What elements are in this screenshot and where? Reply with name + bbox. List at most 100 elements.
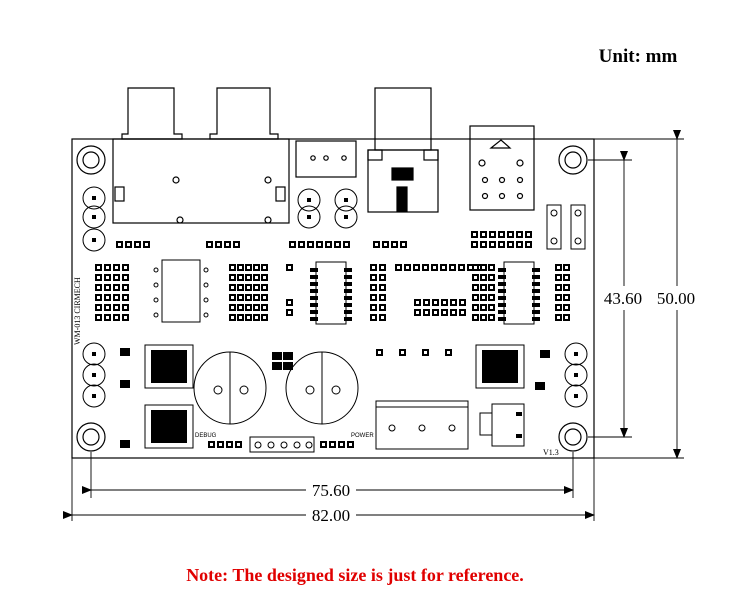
smd-pad-center xyxy=(452,311,455,314)
smd-pad-center xyxy=(331,443,334,446)
smd-pad-center xyxy=(263,266,266,269)
smd-pad-center xyxy=(226,243,229,246)
smd-pad-center xyxy=(490,296,493,299)
smd-pad-center xyxy=(372,306,375,309)
smd-pad-center xyxy=(474,276,477,279)
smd-pad-center xyxy=(482,316,485,319)
small-capacitor xyxy=(82,342,106,366)
smd-pad-center xyxy=(318,243,321,246)
chip-lead xyxy=(498,289,506,293)
chip-lead xyxy=(498,275,506,279)
smd-pad-center xyxy=(217,243,220,246)
smd-pad-center xyxy=(115,316,118,319)
smd-pad-center xyxy=(291,243,294,246)
dim-hole-spacing-x: 75.60 xyxy=(312,481,350,500)
jumper xyxy=(546,204,562,250)
smd-pad-center xyxy=(336,243,339,246)
smd-pad-center xyxy=(247,306,250,309)
smd-pad-center xyxy=(288,266,291,269)
header-pin xyxy=(280,441,288,449)
smd-pad-center xyxy=(97,316,100,319)
smd-pad-center xyxy=(372,266,375,269)
smd-pad-center xyxy=(97,286,100,289)
smd-pad-center xyxy=(381,306,384,309)
capacitor-pin xyxy=(239,385,249,395)
smd-pad-center xyxy=(381,276,384,279)
smd-pad-center xyxy=(509,233,512,236)
smd-pad-center xyxy=(255,266,258,269)
smd-pad-center xyxy=(263,316,266,319)
smd-pad-center xyxy=(349,443,352,446)
chip-lead xyxy=(344,303,352,307)
smd-pad-center xyxy=(97,266,100,269)
smd-pad-center xyxy=(490,286,493,289)
smd-pad-center xyxy=(490,306,493,309)
smd-pad-center xyxy=(565,276,568,279)
capacitor-pin xyxy=(92,238,96,242)
pcb-components xyxy=(82,186,588,453)
chip-lead xyxy=(310,282,318,286)
capacitor-pin xyxy=(331,385,341,395)
smd-pad-center xyxy=(124,266,127,269)
smd-pad-center xyxy=(247,316,250,319)
capacitor-pin xyxy=(92,394,96,398)
smd-pad-center xyxy=(401,351,404,354)
smd-pad-center xyxy=(434,311,437,314)
chip-lead xyxy=(498,282,506,286)
mounting-holes xyxy=(76,145,588,452)
smd-pad-center xyxy=(247,296,250,299)
dimension-lines xyxy=(63,130,684,521)
dip-pin xyxy=(153,297,159,303)
smd-pad-center xyxy=(309,243,312,246)
chip-lead xyxy=(344,275,352,279)
smd-pad-center xyxy=(442,266,445,269)
header-pin xyxy=(267,441,275,449)
smd-pad-center xyxy=(425,301,428,304)
terminal-screw xyxy=(388,424,396,432)
smd-pad-center xyxy=(527,233,530,236)
smd-pad-center xyxy=(340,443,343,446)
smd-pad-center xyxy=(322,443,325,446)
chip-lead xyxy=(532,289,540,293)
smd-pad-center xyxy=(106,306,109,309)
smd-pad-center xyxy=(97,276,100,279)
smd-pad-center xyxy=(231,306,234,309)
board-version-label: V1.3 xyxy=(543,448,559,457)
jumper xyxy=(570,204,586,250)
dip-pin xyxy=(153,267,159,273)
smd-pad-center xyxy=(500,233,503,236)
smd-pad-center xyxy=(106,286,109,289)
capacitor-pin xyxy=(305,385,315,395)
smd-component xyxy=(283,362,293,370)
smd-pad-center xyxy=(565,286,568,289)
chip-lead xyxy=(310,275,318,279)
smd-pad-center xyxy=(106,296,109,299)
smd-pad-center xyxy=(527,243,530,246)
chip-lead xyxy=(532,317,540,321)
capacitor-pin xyxy=(92,352,96,356)
mounting-hole-tr xyxy=(558,145,588,175)
smd-pad-center xyxy=(124,306,127,309)
smd-pad-center xyxy=(469,266,472,269)
smd-pad-center xyxy=(474,306,477,309)
board-name-label: WM-013 CIRMECH xyxy=(73,277,82,345)
smd-pad-center xyxy=(384,243,387,246)
smd-pad-center xyxy=(461,311,464,314)
smd-pad-center xyxy=(237,443,240,446)
smd-pad-center xyxy=(372,286,375,289)
small-capacitor xyxy=(564,342,588,366)
amplifier-chip xyxy=(315,261,347,325)
chip-lead xyxy=(344,296,352,300)
dip-pin xyxy=(203,297,209,303)
small-capacitor xyxy=(82,205,106,229)
usb-footprint xyxy=(367,149,439,213)
smd-pad-center xyxy=(231,286,234,289)
smd-pad-center xyxy=(263,296,266,299)
chip-lead xyxy=(310,268,318,272)
smd-pad-center xyxy=(239,276,242,279)
header-pin xyxy=(254,441,262,449)
smd-component xyxy=(535,382,545,390)
smd-pad-center xyxy=(375,243,378,246)
smd-pad-center xyxy=(482,233,485,236)
capacitor-pin xyxy=(307,198,311,202)
